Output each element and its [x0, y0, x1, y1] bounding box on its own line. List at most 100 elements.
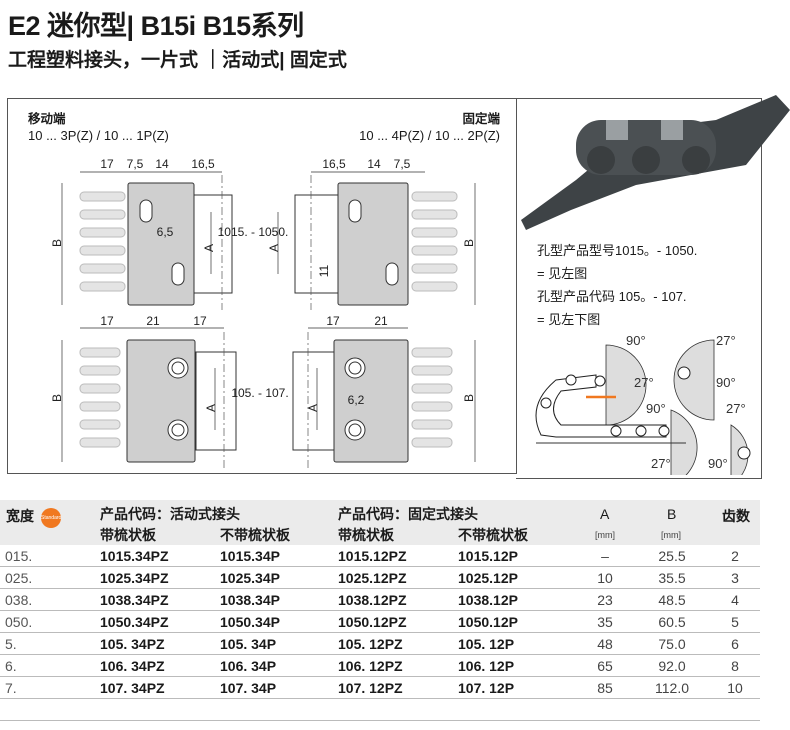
cell-w: 050. — [5, 614, 33, 630]
fixed-end-codes: 10 ... 4P(Z) / 10 ... 2P(Z) — [359, 128, 500, 143]
cell-m2: 1015.34P — [220, 548, 280, 564]
cell-t: 3 — [731, 570, 739, 586]
dim-label: 16,5 — [191, 157, 215, 171]
cell-t: 10 — [727, 680, 743, 696]
cell-t: 2 — [731, 548, 739, 564]
moving-end-label: 移动端 — [28, 112, 66, 126]
angle-label: 27° — [726, 401, 746, 416]
angle-label: 90° — [716, 375, 736, 390]
col-a: A — [600, 506, 610, 522]
dim-a: A — [204, 404, 218, 412]
note-text: 孔型产品代码 105。- 107. — [537, 289, 687, 304]
cell-m1: 1050.34PZ — [100, 614, 169, 630]
cell-b: 25.5 — [658, 548, 686, 564]
hole-dim: 6,5 — [157, 225, 174, 239]
cell-t: 6 — [731, 636, 739, 652]
dim-a: A — [202, 244, 216, 252]
dim-b: B — [462, 394, 476, 402]
cell-m1: 106. 34PZ — [100, 658, 165, 674]
cell-m1: 1038.34PZ — [100, 592, 169, 608]
dim-b: B — [50, 394, 64, 402]
angle-label: 27° — [651, 456, 671, 471]
cell-t: 8 — [731, 658, 739, 674]
cell-m2: 105. 34P — [220, 636, 277, 652]
product-table: 宽度 Standard 产品代码：活动式接头 产品代码：固定式接头 带梳状板 不… — [0, 500, 760, 721]
cell-t: 4 — [731, 592, 739, 608]
cell-a: 48 — [597, 636, 613, 652]
cell-f2: 1038.12P — [458, 592, 518, 608]
dim-label: 17 — [100, 314, 114, 328]
cell-f1: 1025.12PZ — [338, 570, 407, 586]
cell-w: 038. — [5, 592, 33, 608]
cell-a: – — [601, 548, 609, 564]
angle-label: 90° — [708, 456, 728, 471]
cell-f1: 1038.12PZ — [338, 592, 407, 608]
chain-photo — [521, 95, 790, 230]
cell-f2: 1050.12P — [458, 614, 518, 630]
cell-m2: 1025.34P — [220, 570, 280, 586]
dim-label: 21 — [146, 314, 160, 328]
note-text: 孔型产品型号1015。- 1050. — [537, 243, 698, 258]
table-header: 宽度 Standard 产品代码：活动式接头 产品代码：固定式接头 带梳状板 不… — [0, 500, 760, 545]
cell-a: 65 — [597, 658, 613, 674]
hole-dim: 6,2 — [348, 393, 365, 407]
cell-m2: 106. 34P — [220, 658, 277, 674]
dim-label: 17 — [193, 314, 207, 328]
cell-f1: 107. 12PZ — [338, 680, 403, 696]
cell-w: 025. — [5, 570, 33, 586]
dim-a: A — [306, 404, 320, 412]
cell-m1: 1015.34PZ — [100, 548, 169, 564]
cell-f1: 106. 12PZ — [338, 658, 403, 674]
cell-m1: 1025.34PZ — [100, 570, 169, 586]
col-b: B — [667, 506, 677, 522]
page-subtitle: 工程塑料接头，一片式 ｜活动式| 固定式 — [8, 50, 347, 71]
dim-b: B — [50, 239, 64, 247]
col-teeth: 齿数 — [722, 508, 750, 524]
cell-w: 5. — [5, 636, 17, 652]
col-without-comb: 不带梳状板 — [220, 527, 290, 543]
cell-m1: 107. 34PZ — [100, 680, 165, 696]
dim-label: 21 — [374, 314, 388, 328]
cell-b: 112.0 — [655, 680, 689, 696]
cell-b: 60.5 — [658, 614, 686, 630]
cell-a: 85 — [597, 680, 613, 696]
standard-badge: Standard — [41, 508, 61, 528]
fixed-end-label: 固定端 — [462, 112, 500, 126]
cell-f2: 105. 12P — [458, 636, 515, 652]
range-label: 105. - 107. — [231, 386, 288, 400]
col-without-comb: 不带梳状板 — [458, 527, 528, 543]
col-group-fixed: 产品代码：固定式接头 — [338, 506, 478, 522]
page-title: E2 迷你型| B15i B15系列 — [8, 11, 304, 41]
angle-label: 90° — [626, 333, 646, 348]
connector-drawing — [7, 98, 517, 474]
unit-a: [mm] — [595, 530, 615, 540]
cell-t: 5 — [731, 614, 739, 630]
col-with-comb: 带梳状板 — [338, 527, 394, 543]
cell-m2: 1038.34P — [220, 592, 280, 608]
cell-f1: 105. 12PZ — [338, 636, 403, 652]
note-text: = 见左下图 — [537, 312, 601, 327]
cell-f2: 1025.12P — [458, 570, 518, 586]
dim-b: B — [462, 239, 476, 247]
cell-w: 7. — [5, 680, 17, 696]
range-label: 1015. - 1050. — [218, 225, 289, 239]
cell-f1: 1015.12PZ — [338, 548, 407, 564]
slot-dim: 11 — [317, 264, 331, 277]
side-panel — [516, 98, 762, 479]
dim-label: 7,5 — [394, 157, 411, 171]
dim-label: 17 — [326, 314, 340, 328]
cell-f1: 1050.12PZ — [338, 614, 407, 630]
cell-f2: 106. 12P — [458, 658, 515, 674]
cell-f2: 107. 12P — [458, 680, 515, 696]
cell-w: 015. — [5, 548, 33, 564]
fins — [79, 191, 458, 448]
cell-a: 35 — [597, 614, 613, 630]
dim-label: 16,5 — [322, 157, 346, 171]
angle-label: 27° — [634, 375, 654, 390]
cell-b: 35.5 — [658, 570, 686, 586]
